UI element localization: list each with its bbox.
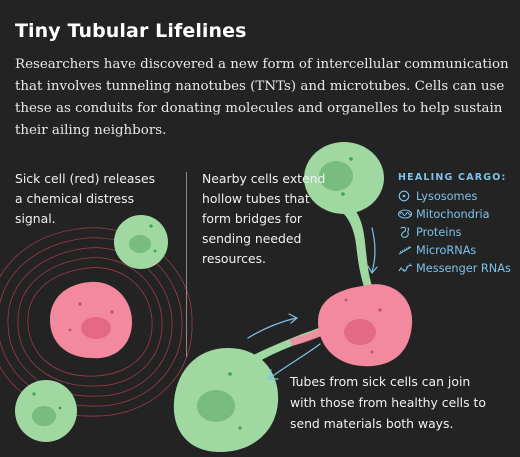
legend-label: Proteins [416,225,462,239]
sick-cell-right [318,284,413,367]
arrow-to-healthy [269,343,321,379]
healthy-cell-top [304,142,384,214]
legend-label: Lysosomes [416,189,478,203]
legend-label: Messenger RNAs [416,261,511,275]
healthy-cell-small-upper [114,215,168,269]
legend-item-lysosomes: Lysosomes [398,187,511,205]
sick-cell-caption: Sick cell (red) releases a chemical dist… [15,171,156,226]
caption-divider [186,172,187,357]
tube-top [336,204,374,292]
legend-label: Mitochondria [416,207,490,221]
legend-title: HEALING CARGO: [398,172,507,183]
legend-label: MicroRNAs [416,243,477,257]
arrow-to-sick [247,317,297,339]
mitochondria-icon [398,209,413,219]
healing-cargo-legend: HEALING CARGO: Lysosomes Mitochondria Pr… [398,172,511,277]
lysosome-icon [398,190,410,202]
protein-icon [400,226,410,238]
healthy-cell-bottom-left [15,380,77,442]
legend-item-micrornas: MicroRNAs [398,241,511,259]
sick-cell-left [50,281,132,359]
intro-paragraph: Researchers have discovered a new form o… [15,57,509,138]
healthy-cell-bottom-large [173,348,279,452]
join-tubes-caption: Tubes from sick cells can join with thos… [290,374,486,431]
nearby-cells-caption: Nearby cells extend hollow tubes that fo… [202,171,326,266]
arrow-top-down [371,227,376,273]
legend-item-messenger-rnas: Messenger RNAs [398,259,511,277]
legend-item-mitochondria: Mitochondria [398,205,511,223]
page-title: Tiny Tubular Lifelines [15,20,247,42]
messenger-rna-icon [398,263,413,272]
transfer-arrows [247,227,378,380]
microrna-icon [398,246,412,255]
distress-signal-rings [0,227,193,417]
legend-item-proteins: Proteins [398,223,511,241]
